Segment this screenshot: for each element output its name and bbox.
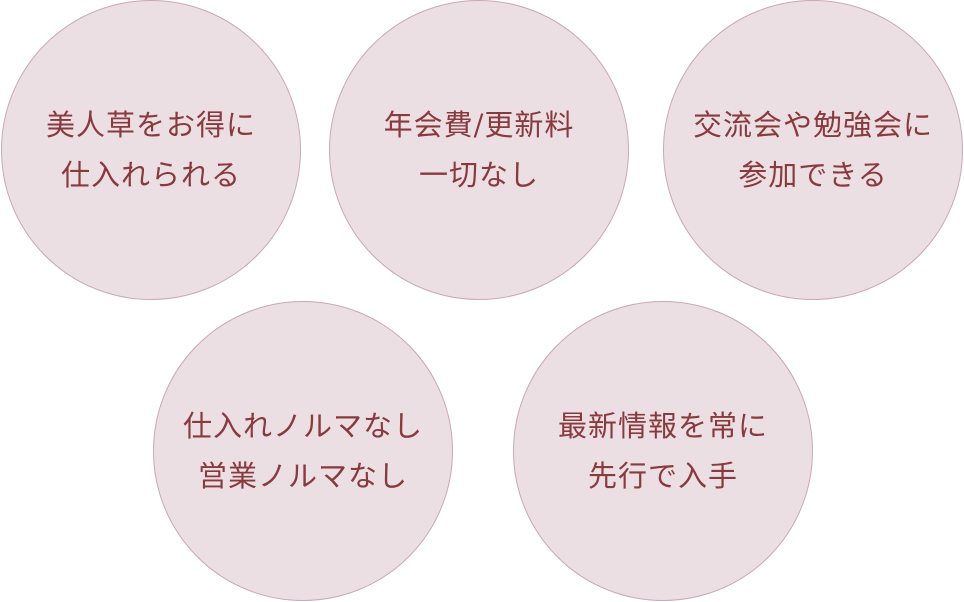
feature-text-line: 先行で入手	[587, 459, 738, 493]
feature-circle-events: 交流会や勉強会に 参加できる	[663, 0, 963, 300]
feature-text-line: 最新情報を常に	[557, 409, 768, 443]
feature-text-line: 仕入れられる	[60, 158, 241, 192]
feature-circle-no-quota: 仕入れノルマなし 営業ノルマなし	[153, 301, 453, 601]
feature-text-line: 一切なし	[418, 158, 539, 192]
feature-text-line: 交流会や勉強会に	[692, 108, 933, 142]
feature-circle-latest-info: 最新情報を常に 先行で入手	[513, 301, 813, 601]
feature-circle-bikusa: 美人草をお得に 仕入れられる	[1, 0, 301, 300]
feature-text-line: 美人草をお得に	[45, 108, 256, 142]
feature-text-line: 参加できる	[738, 158, 888, 192]
feature-text-line: 年会費/更新料	[383, 108, 575, 142]
feature-text-line: 仕入れノルマなし	[182, 409, 423, 443]
feature-circle-no-fees: 年会費/更新料 一切なし	[329, 0, 629, 300]
feature-text-line: 営業ノルマなし	[197, 459, 408, 493]
